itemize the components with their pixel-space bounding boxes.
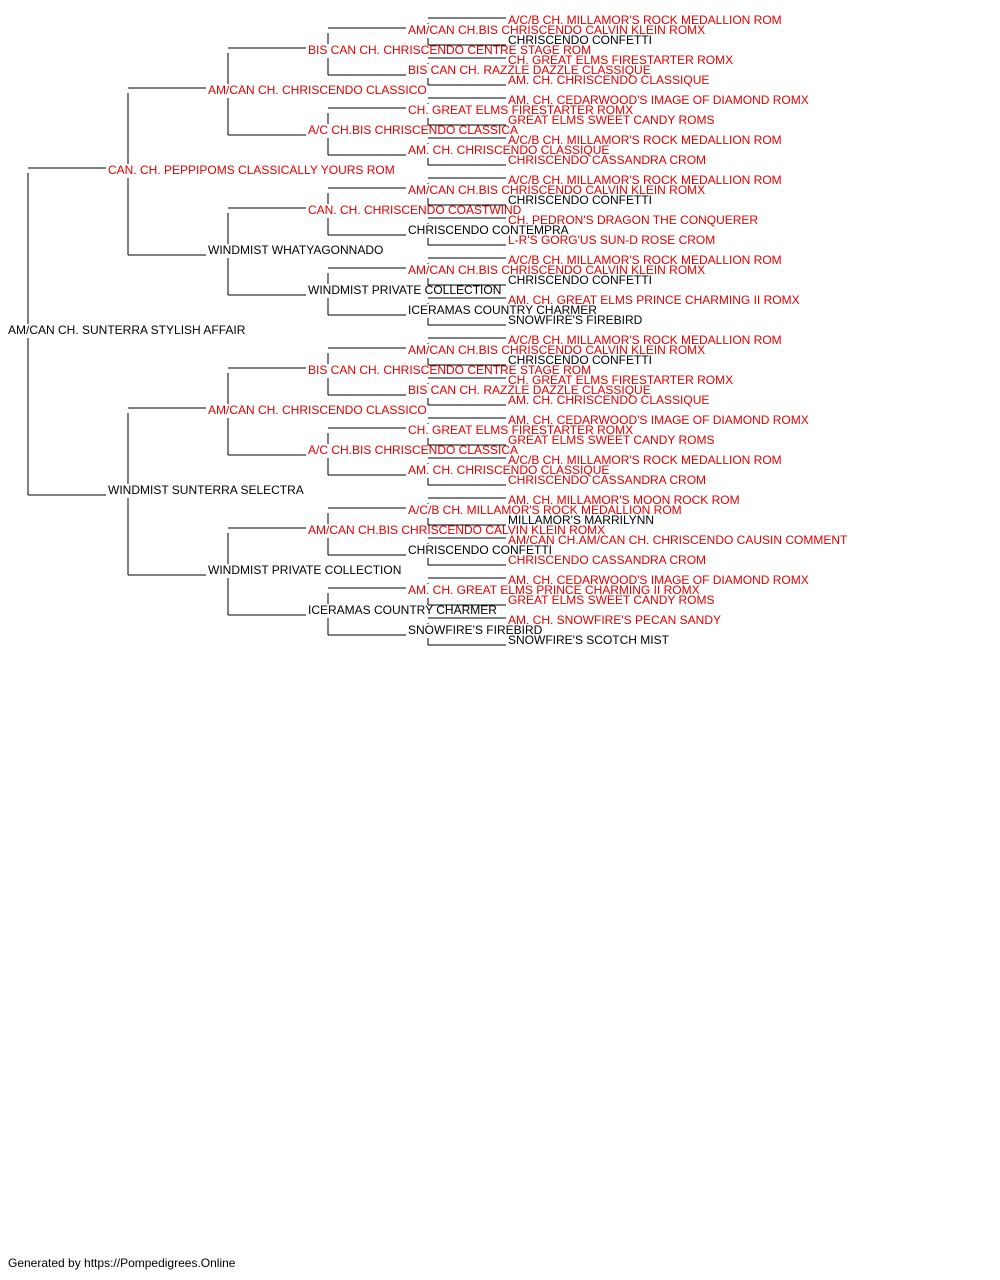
pedigree-node-dam-gen4: CHRISCENDO CONTEMPRA: [408, 223, 569, 237]
pedigree-node-dam-gen5: SNOWFIRE'S SCOTCH MIST: [508, 633, 670, 647]
pedigree-node-sire-gen5: A/C/B CH. MILLAMOR'S ROCK MEDALLION ROM: [508, 133, 782, 147]
pedigree-node-dam-gen5: GREAT ELMS SWEET CANDY ROMS: [508, 433, 714, 447]
pedigree-node-sire-gen4: AM/CAN CH.BIS CHRISCENDO CALVIN KLEIN RO…: [408, 23, 705, 37]
pedigree-node-sire-gen5: A/C/B CH. MILLAMOR'S ROCK MEDALLION ROM: [508, 333, 782, 347]
pedigree-node-dam-gen4: AM. CH. CHRISCENDO CLASSIQUE: [408, 143, 609, 157]
pedigree-node-sire-gen5: A/C/B CH. MILLAMOR'S ROCK MEDALLION ROM: [508, 453, 782, 467]
pedigree-node-sire-gen3: CAN. CH. CHRISCENDO COASTWIND: [308, 203, 522, 217]
pedigree-node-dam-gen3: ICERAMAS COUNTRY CHARMER: [308, 603, 497, 617]
pedigree-node-sire-gen5: AM. CH. CEDARWOOD'S IMAGE OF DIAMOND ROM…: [508, 413, 809, 427]
pedigree-node-dam-gen5: GREAT ELMS SWEET CANDY ROMS: [508, 113, 714, 127]
pedigree-node-dam-gen1: WINDMIST SUNTERRA SELECTRA: [108, 483, 304, 497]
pedigree-node-dam-gen5: CHRISCENDO CASSANDRA CROM: [508, 553, 706, 567]
pedigree-node-sire-gen4: A/C/B CH. MILLAMOR'S ROCK MEDALLION ROM: [408, 503, 682, 517]
pedigree-node-sire-gen3: BIS CAN CH. CHRISCENDO CENTRE STAGE ROM: [308, 43, 591, 57]
pedigree-node-dam-gen4: CHRISCENDO CONFETTI: [408, 543, 552, 557]
pedigree-node-dam-gen5: CHRISCENDO CONFETTI: [508, 353, 652, 367]
generated-by-footer: Generated by https://Pompedigrees.Online: [8, 1256, 236, 1270]
pedigree-node-sire-gen5: AM. CH. CEDARWOOD'S IMAGE OF DIAMOND ROM…: [508, 573, 809, 587]
pedigree-node-sire-gen5: AM. CH. CEDARWOOD'S IMAGE OF DIAMOND ROM…: [508, 93, 809, 107]
pedigree-node-sire-gen5: A/C/B CH. MILLAMOR'S ROCK MEDALLION ROM: [508, 173, 782, 187]
pedigree-node-dam-gen5: GREAT ELMS SWEET CANDY ROMS: [508, 593, 714, 607]
pedigree-node-dam-gen3: A/C CH.BIS CHRISCENDO CLASSICA: [308, 443, 518, 457]
pedigree-node-dam-gen3: A/C CH.BIS CHRISCENDO CLASSICA: [308, 123, 518, 137]
pedigree-node-dam-gen5: CHRISCENDO CASSANDRA CROM: [508, 153, 706, 167]
pedigree-node-dam-gen2: WINDMIST WHATYAGONNADO: [208, 243, 383, 257]
pedigree-node-dam-gen4: SNOWFIRE'S FIREBIRD: [408, 623, 543, 637]
pedigree-node-sire-gen5: CH. GREAT ELMS FIRESTARTER ROMX: [508, 373, 733, 387]
pedigree-node-sire-gen4: CH. GREAT ELMS FIRESTARTER ROMX: [408, 103, 633, 117]
pedigree-node-sire-gen5: AM/CAN CH.AM/CAN CH. CHRISCENDO CAUSIN C…: [508, 533, 848, 547]
pedigree-node-dam-gen5: CHRISCENDO CONFETTI: [508, 33, 652, 47]
pedigree-node-sire-gen3: AM/CAN CH.BIS CHRISCENDO CALVIN KLEIN RO…: [308, 523, 605, 537]
pedigree-node-dam-gen4: AM. CH. CHRISCENDO CLASSIQUE: [408, 463, 609, 477]
pedigree-node-sire-gen5: AM. CH. MILLAMOR'S MOON ROCK ROM: [508, 493, 740, 507]
pedigree-node-sire-gen5: CH. GREAT ELMS FIRESTARTER ROMX: [508, 53, 733, 67]
pedigree-node-dam-gen4: BIS CAN CH. RAZZLE DAZZLE CLASSIQUE: [408, 63, 651, 77]
pedigree-node-sire-gen4: AM/CAN CH.BIS CHRISCENDO CALVIN KLEIN RO…: [408, 263, 705, 277]
pedigree-node-dam-gen5: AM. CH. CHRISCENDO CLASSIQUE: [508, 393, 709, 407]
pedigree-node-dam-gen5: AM. CH. CHRISCENDO CLASSIQUE: [508, 73, 709, 87]
pedigree-node-dam-gen5: CHRISCENDO CONFETTI: [508, 193, 652, 207]
pedigree-node-dam-gen5: L-R'S GORG'US SUN-D ROSE CROM: [508, 233, 715, 247]
pedigree-node-sire-gen5: CH. PEDRON'S DRAGON THE CONQUERER: [508, 213, 758, 227]
pedigree-node-sire-gen5: AM. CH. GREAT ELMS PRINCE CHARMING II RO…: [508, 293, 800, 307]
pedigree-node-subject-gen0: AM/CAN CH. SUNTERRA STYLISH AFFAIR: [8, 323, 246, 337]
pedigree-node-sire-gen5: AM. CH. SNOWFIRE'S PECAN SANDY: [508, 613, 721, 627]
pedigree-node-dam-gen2: WINDMIST PRIVATE COLLECTION: [208, 563, 401, 577]
pedigree-node-sire-gen5: A/C/B CH. MILLAMOR'S ROCK MEDALLION ROM: [508, 13, 782, 27]
pedigree-node-sire-gen4: AM/CAN CH.BIS CHRISCENDO CALVIN KLEIN RO…: [408, 343, 705, 357]
pedigree-node-sire-gen4: CH. GREAT ELMS FIRESTARTER ROMX: [408, 423, 633, 437]
pedigree-node-dam-gen5: MILLAMOR'S MARRILYNN: [508, 513, 654, 527]
pedigree-node-sire-gen4: AM/CAN CH.BIS CHRISCENDO CALVIN KLEIN RO…: [408, 183, 705, 197]
pedigree-node-sire-gen2: AM/CAN CH. CHRISCENDO CLASSICO: [208, 83, 427, 97]
pedigree-node-dam-gen4: ICERAMAS COUNTRY CHARMER: [408, 303, 597, 317]
pedigree-node-sire-gen5: A/C/B CH. MILLAMOR'S ROCK MEDALLION ROM: [508, 253, 782, 267]
pedigree-node-dam-gen5: SNOWFIRE'S FIREBIRD: [508, 313, 643, 327]
pedigree-node-sire-gen3: BIS CAN CH. CHRISCENDO CENTRE STAGE ROM: [308, 363, 591, 377]
pedigree-node-sire-gen2: AM/CAN CH. CHRISCENDO CLASSICO: [208, 403, 427, 417]
pedigree-node-dam-gen3: WINDMIST PRIVATE COLLECTION: [308, 283, 501, 297]
pedigree-node-dam-gen5: CHRISCENDO CASSANDRA CROM: [508, 473, 706, 487]
pedigree-node-sire-gen1: CAN. CH. PEPPIPOMS CLASSICALLY YOURS ROM: [108, 163, 395, 177]
pedigree-node-dam-gen5: CHRISCENDO CONFETTI: [508, 273, 652, 287]
pedigree-node-sire-gen4: AM. CH. GREAT ELMS PRINCE CHARMING II RO…: [408, 583, 700, 597]
pedigree-node-dam-gen4: BIS CAN CH. RAZZLE DAZZLE CLASSIQUE: [408, 383, 651, 397]
